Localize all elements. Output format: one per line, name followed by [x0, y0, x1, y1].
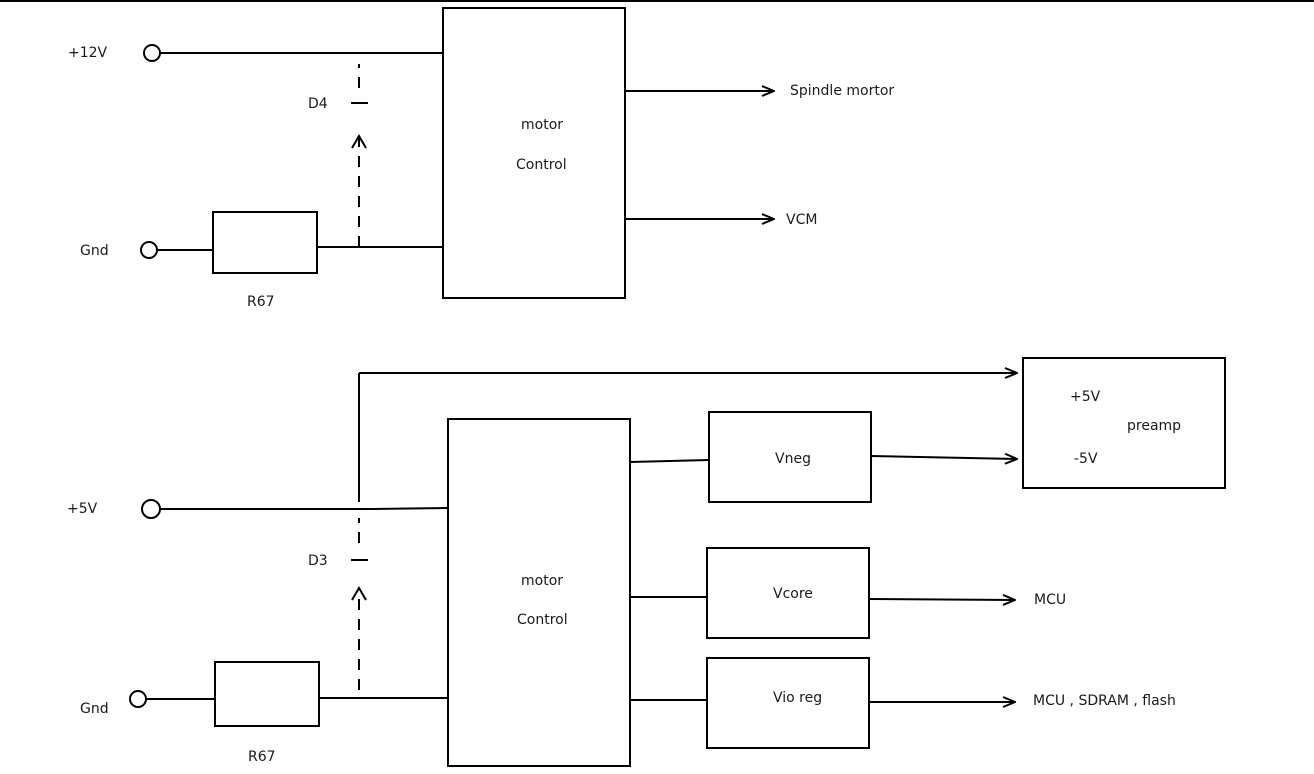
label-5v: +5V: [67, 501, 98, 517]
motor-control-block-bottom: [447, 418, 631, 767]
label-vneg: Vneg: [775, 451, 811, 467]
label-motor-top: motor: [521, 117, 564, 133]
terminal-5v: [141, 499, 161, 519]
terminal-gnd-bottom: [129, 690, 147, 708]
label-vio-reg: Vio reg: [773, 690, 823, 706]
label-preamp-pos: +5V: [1070, 389, 1101, 405]
wire-to-vneg: [629, 459, 710, 463]
label-motor-bottom: motor: [521, 573, 564, 589]
label-r67-top: R67: [247, 294, 275, 310]
vio-reg-block: [706, 657, 870, 749]
label-12v: +12V: [68, 45, 108, 61]
terminal-12v: [143, 44, 161, 62]
label-vcore: Vcore: [773, 586, 813, 602]
top-circuit: [140, 7, 774, 299]
label-preamp-neg: -5V: [1074, 451, 1098, 467]
label-gnd-bottom: Gnd: [80, 701, 109, 717]
motor-control-block-top: [442, 7, 626, 299]
label-d3: D3: [308, 553, 328, 569]
label-preamp: preamp: [1127, 418, 1182, 434]
label-mcu-sdram-flash: MCU , SDRAM , flash: [1033, 693, 1176, 709]
diode-d3-arrow: [351, 586, 367, 601]
arrow-preamp-neg: [870, 456, 1017, 459]
resistor-r67-top: [212, 211, 318, 274]
vneg-block: [708, 411, 872, 503]
label-d4: D4: [308, 96, 328, 112]
label-control-top: Control: [516, 157, 567, 173]
diode-d4-arrow: [351, 134, 367, 149]
vcore-block: [706, 547, 870, 639]
wire-5v-b: [371, 507, 449, 510]
label-control-bottom: Control: [517, 612, 568, 628]
bottom-circuit: [129, 357, 1226, 767]
resistor-r67-bottom: [214, 661, 320, 727]
preamp-block: [1022, 357, 1226, 489]
label-gnd-top: Gnd: [80, 243, 109, 259]
label-mcu: MCU: [1034, 592, 1067, 608]
label-spindle: Spindle mortor: [790, 83, 895, 99]
arrow-mcu: [868, 599, 1015, 600]
label-r67-bottom: R67: [248, 749, 276, 765]
label-vcm: VCM: [786, 212, 818, 228]
terminal-gnd-top: [140, 241, 158, 259]
